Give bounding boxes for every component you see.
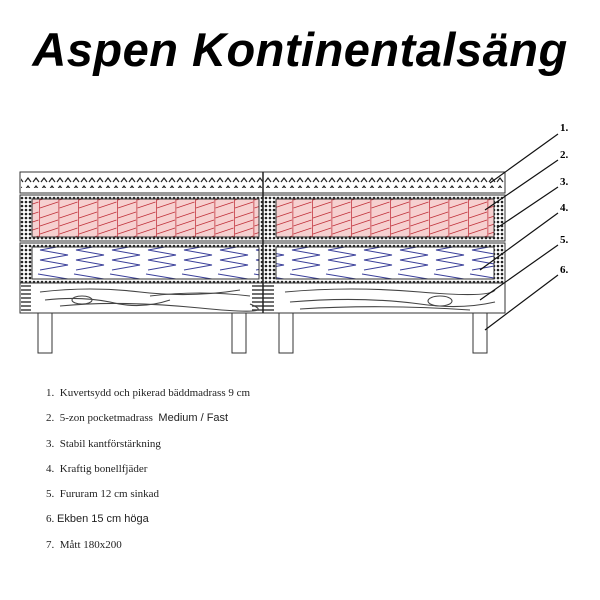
item-text: Kraftig bonellfjäder [59,462,148,475]
list-item: 4. Kraftig bonellfjäder [46,460,250,485]
item-text: Ekben 15 cm höga [57,513,149,526]
item-text: Stabil kantförstärkning [59,437,161,450]
list-item: 2. 5-zon pocketmadrass Medium / Fast [46,409,250,434]
item-number: 3. [46,437,55,450]
page-title: Aspen Kontinentalsäng [32,23,568,76]
callout-1: 1. [560,122,569,134]
item-text: Mått 180x200 [59,538,122,551]
leg [231,312,247,354]
list-item: 3. Stabil kantförstärkning [46,435,250,460]
item-number: 6. [46,513,55,526]
item-text: 5-zon pocketmadrass [59,412,153,425]
callout-3: 3. [560,176,569,188]
item-extra: Medium / Fast [158,412,229,425]
callout-4: 4. [560,202,569,214]
callout-5: 5. [560,234,569,246]
list-item: 5. Fururam 12 cm sinkad [46,485,250,510]
item-number: 1. [46,387,55,399]
leg [472,312,488,354]
item-number: 5. [46,488,55,501]
pine-frame [19,172,506,314]
callout-6: 6. [560,264,569,276]
callout-labels: 1. 2. 3. 4. 5. 6. [560,122,569,276]
callout-2: 2. [560,149,569,161]
list-item: 6. Ekben 15 cm höga [46,510,250,535]
list-item: 1. Kuvertsydd och pikerad bäddmadrass 9 … [46,384,250,409]
callout-lines [479,133,559,331]
pocket-mattress [19,194,506,242]
legs [37,312,488,354]
list-item: 7. Mått 180x200 [46,536,250,561]
item-number: 4. [46,462,55,475]
bonell-spring-layer [19,242,506,284]
item-number: 2. [46,412,55,425]
item-text: Fururam 12 cm sinkad [59,488,160,501]
item-text: Kuvertsydd och pikerad bäddmadrass 9 cm [59,387,251,399]
leg [278,312,294,354]
item-number: 7. [46,538,55,551]
legend-list: 1. Kuvertsydd och pikerad bäddmadrass 9 … [46,384,250,561]
leg [37,312,53,354]
